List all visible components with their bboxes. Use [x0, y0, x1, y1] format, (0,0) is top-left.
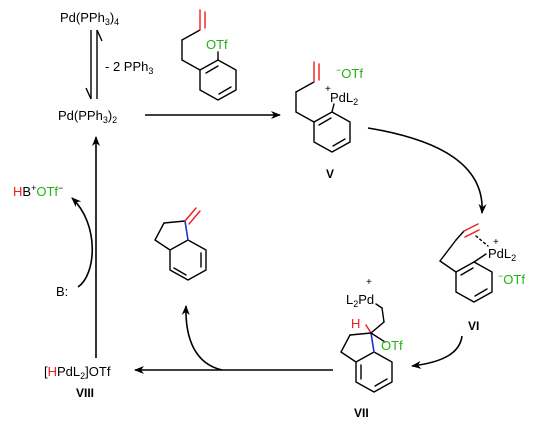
V-pd-label: PdL2 [330, 90, 358, 107]
V-charge: + [325, 84, 331, 95]
VI-charge: + [493, 237, 499, 248]
minus-pph3-label: - 2 PPh3 [105, 59, 153, 76]
VI-pd-label: PdL2 [488, 246, 516, 263]
VII-otf-label: OTf [381, 338, 403, 353]
V-to-VI-arrow [367, 127, 487, 214]
intermediate-VII-structure [340, 303, 393, 393]
product-methylene-indane [154, 207, 207, 281]
equilibrium-arrows [85, 29, 103, 100]
base-label: B: [56, 284, 68, 299]
pd-pph3-4-label: Pd(PPh3)4 [60, 10, 119, 27]
substrate-aryl-triflate [181, 9, 237, 101]
base-arrow [71, 197, 93, 288]
V-label: V [326, 167, 334, 181]
pd-pph3-2-label: Pd(PPh3)2 [58, 108, 117, 125]
VII-pd-label: L2Pd [346, 292, 374, 309]
intermediate-VI-structure [439, 223, 493, 303]
V-anion: −OTf [336, 65, 363, 81]
VI-label: VI [468, 319, 479, 333]
VI-to-VII-arrow [411, 335, 463, 369]
product-release-arrow [181, 305, 223, 371]
VI-anion: −OTf [498, 271, 525, 287]
VII-label: VII [354, 406, 369, 420]
hb-otf-label: HB+OTf− [13, 183, 63, 199]
VII-h-label: H [351, 316, 360, 331]
VIII-label: VIII [76, 386, 94, 400]
substrate-otf-label: OTf [206, 37, 228, 52]
intermediate-V-structure [295, 61, 351, 153]
VIII-formula: [HPdL2]OTf [44, 364, 111, 381]
VII-charge: + [366, 277, 372, 288]
